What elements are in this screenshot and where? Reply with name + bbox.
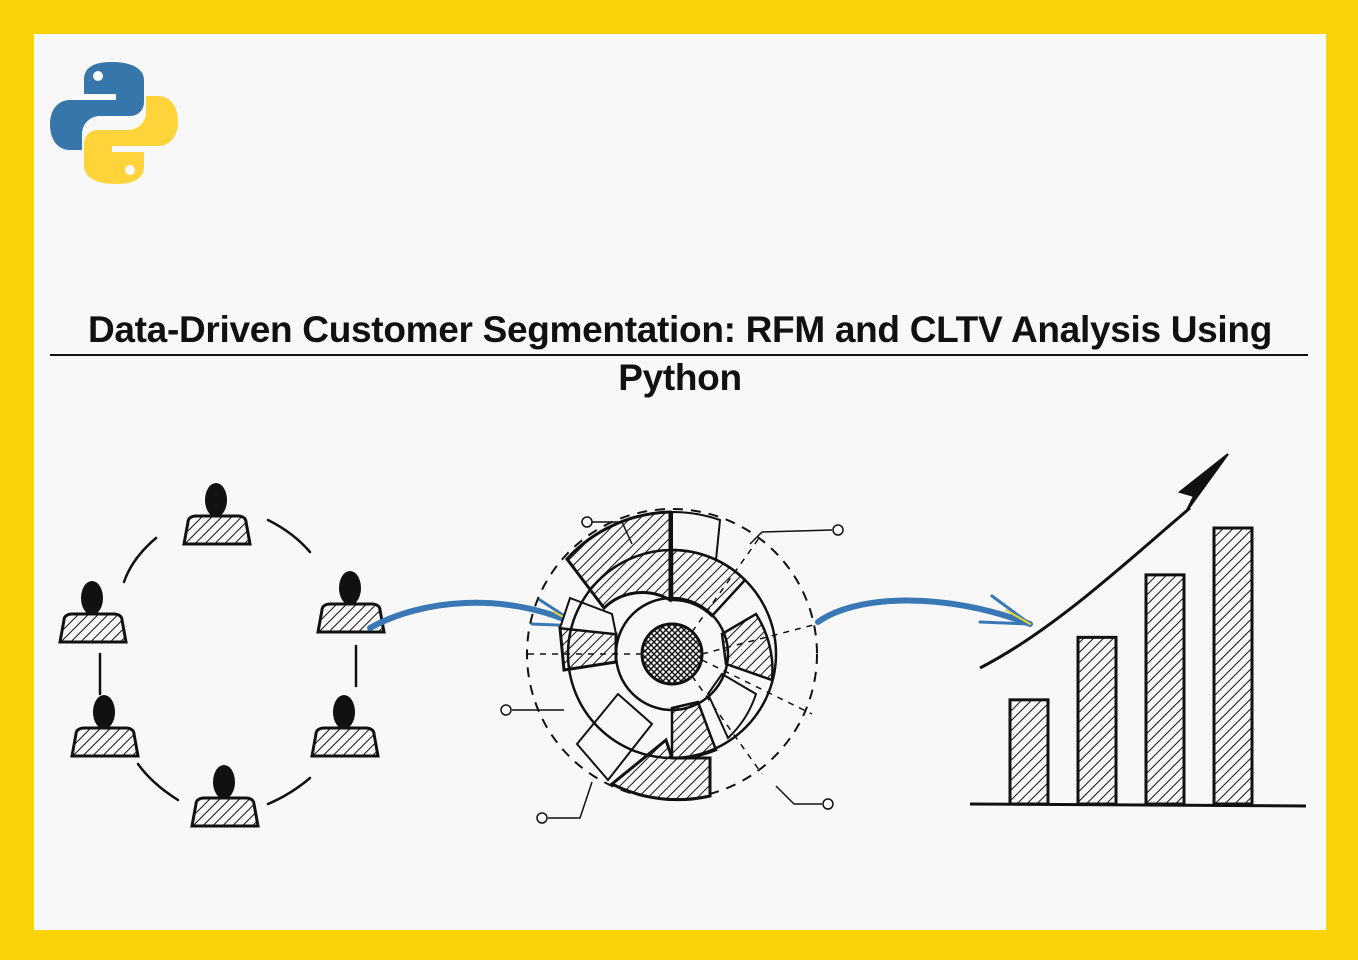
- dashed-ring: [98, 518, 358, 806]
- growth-bar-chart-icon: [969, 453, 1307, 808]
- person-icon: [182, 481, 252, 546]
- trend-arrow-head-icon: [1177, 453, 1229, 513]
- chart-bar: [1076, 635, 1118, 806]
- segmentation-wheel-icon: [500, 508, 844, 824]
- person-icon: [58, 579, 128, 644]
- curved-arrow-icon: [367, 598, 583, 631]
- chart-bar: [1008, 698, 1050, 806]
- card: Data-Driven Customer Segmentation: RFM a…: [34, 34, 1326, 930]
- page-title: Data-Driven Customer Segmentation: RFM a…: [87, 309, 1273, 398]
- customer-circle: [58, 481, 386, 828]
- illustration: [58, 453, 1307, 828]
- title-underline: [50, 354, 1308, 356]
- chart-bars: [1008, 526, 1254, 806]
- python-logo-icon: [50, 62, 178, 184]
- person-icon: [190, 763, 260, 828]
- person-icon: [310, 693, 380, 758]
- python-logo-yellow-snake: [84, 96, 178, 184]
- chart-bar: [1212, 526, 1254, 806]
- trend-line: [979, 506, 1191, 670]
- python-logo-blue-snake: [50, 62, 144, 150]
- person-icon: [70, 693, 140, 758]
- curved-arrow-icon: [815, 594, 1033, 627]
- chart-bar: [1144, 573, 1186, 806]
